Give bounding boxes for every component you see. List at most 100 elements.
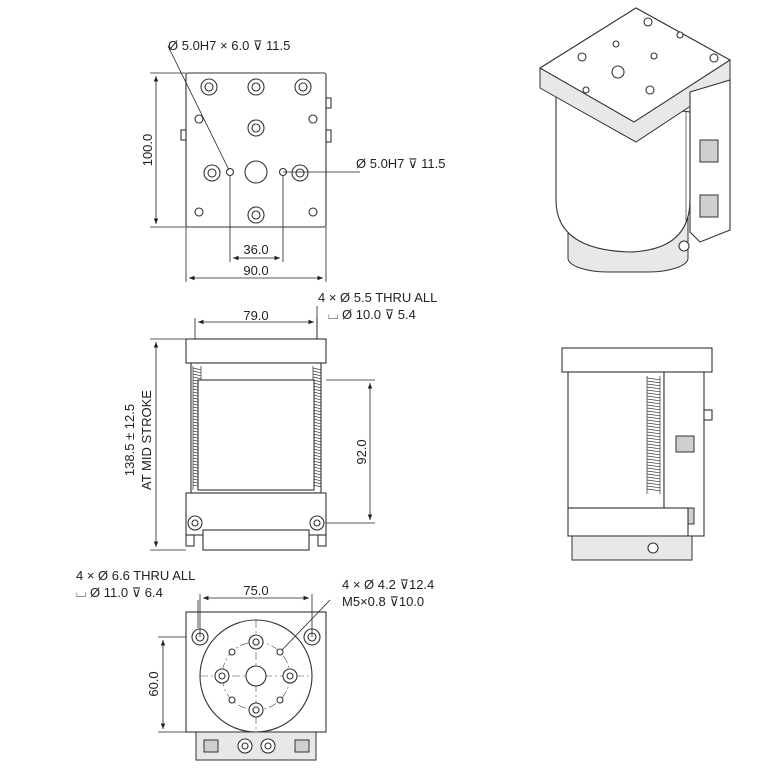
mounting-hole <box>214 668 230 684</box>
spring-coil <box>646 389 661 393</box>
spring-coil <box>646 461 661 465</box>
spring-coil <box>646 428 661 432</box>
spring-coil <box>646 437 661 441</box>
iso-hole <box>650 52 658 60</box>
isometric-view <box>538 7 732 273</box>
callout-left-line1: 4 × Ø 6.6 THRU ALL <box>76 568 195 583</box>
callout-dowel-right: Ø 5.0H7 ⊽ 11.5 <box>356 156 446 171</box>
mounting-hole <box>282 668 298 684</box>
spring-coil <box>646 434 661 438</box>
side-tab <box>180 129 187 141</box>
spring-coil <box>646 416 661 420</box>
side-body <box>567 371 665 509</box>
center-bore <box>245 665 267 687</box>
spring-coil <box>646 464 661 468</box>
spring-coil <box>646 404 661 408</box>
callout-thru-line2: ⌴ Ø 10.0 ⊽ 5.4 <box>328 307 416 322</box>
spring-coil <box>646 452 661 456</box>
fitting <box>260 738 276 754</box>
spring-coil <box>312 376 322 380</box>
side-fitting <box>647 542 659 554</box>
callout-right-line1: 4 × Ø 4.2 ⊽12.4 <box>342 577 434 592</box>
leader-line <box>167 45 230 171</box>
dim-height-label: 100.0 <box>140 134 155 167</box>
sensor-bracket <box>294 739 310 753</box>
callout-left-line2: ⌴ Ø 11.0 ⊽ 6.4 <box>76 585 163 600</box>
spring-coil <box>646 449 661 453</box>
mounting-hole <box>291 164 309 182</box>
spring-coil <box>646 386 661 390</box>
fitting <box>237 738 253 754</box>
center-bore <box>244 160 268 184</box>
spring-coil <box>192 373 202 377</box>
iso-hole <box>582 86 590 94</box>
sensor-bracket <box>203 739 219 753</box>
tapped-hole <box>276 696 284 704</box>
iso-hole <box>577 52 587 62</box>
small-hole <box>308 114 318 124</box>
mounting-hole <box>247 119 265 137</box>
tapped-hole <box>228 648 236 656</box>
iso-sensor <box>699 194 719 218</box>
spring-coil <box>646 410 661 414</box>
side-view <box>561 347 713 561</box>
spring-coil <box>646 380 661 384</box>
dim-width-label: 79.0 <box>243 308 268 323</box>
spring-coil <box>646 470 661 474</box>
spring-coil <box>646 422 661 426</box>
dim-height-label: 60.0 <box>146 671 161 696</box>
side-base <box>567 507 689 537</box>
cylinder <box>197 379 315 491</box>
iso-hole <box>612 40 620 48</box>
dim-stroke-label: 92.0 <box>354 439 369 464</box>
spring-coils <box>646 377 661 492</box>
mounting-hole <box>203 164 221 182</box>
mounting-hole <box>187 515 203 531</box>
small-hole <box>194 114 204 124</box>
iso-hole <box>645 85 655 95</box>
spring-coil <box>646 383 661 387</box>
small-hole <box>308 207 318 217</box>
spring-coil <box>646 476 661 480</box>
callout-thru-line1: 4 × Ø 5.5 THRU ALL <box>318 290 437 305</box>
spring-coil <box>646 473 661 477</box>
mounting-hole <box>294 78 312 96</box>
spring-coil <box>646 407 661 411</box>
front-view: 79.0 4 × Ø 5.5 THRU ALL ⌴ Ø 10.0 ⊽ 5.4 1… <box>122 290 437 551</box>
spring-coil <box>192 376 202 380</box>
spring-coil <box>646 392 661 396</box>
side-sensor <box>675 435 695 453</box>
iso-hole <box>676 31 684 39</box>
spring-coil <box>192 370 202 374</box>
dim-width-label: 75.0 <box>243 583 268 598</box>
base-block <box>185 492 327 536</box>
spring-coil <box>646 482 661 486</box>
callout-dowel-top: Ø 5.0H7 × 6.0 ⊽ 11.5 <box>168 38 290 53</box>
spring-coil <box>646 455 661 459</box>
spring-coil <box>646 467 661 471</box>
callout-right-line2: M5×0.8 ⊽10.0 <box>342 594 424 609</box>
spring-coil <box>192 367 202 371</box>
dowel-hole <box>225 167 235 177</box>
iso-sensor <box>699 139 719 163</box>
spring-coil <box>646 446 661 450</box>
dim-height-label: 138.5 ± 12.5 <box>122 404 137 476</box>
side-tab <box>325 129 332 143</box>
top-view: Ø 5.0H7 × 6.0 ⊽ 11.5 Ø 5.0H7 ⊽ 11.5 100.… <box>140 38 446 282</box>
top-plate-outline <box>185 72 327 228</box>
spring-coil <box>646 443 661 447</box>
dim-height-note: AT MID STROKE <box>139 390 154 490</box>
leader-line <box>281 599 331 651</box>
top-plate <box>185 338 327 364</box>
spring-coil <box>646 485 661 489</box>
side-flange <box>571 535 693 561</box>
spring-coil <box>646 488 661 492</box>
spring-coil <box>312 373 322 377</box>
spring-coil <box>646 458 661 462</box>
mounting-hole <box>200 78 218 96</box>
bottom-view: 4 × Ø 6.6 THRU ALL ⌴ Ø 11.0 ⊽ 6.4 75.0 4… <box>76 568 434 761</box>
spring-coil <box>646 440 661 444</box>
spring-coil <box>646 479 661 483</box>
mounting-hole <box>247 206 265 224</box>
spring-coil <box>646 398 661 402</box>
